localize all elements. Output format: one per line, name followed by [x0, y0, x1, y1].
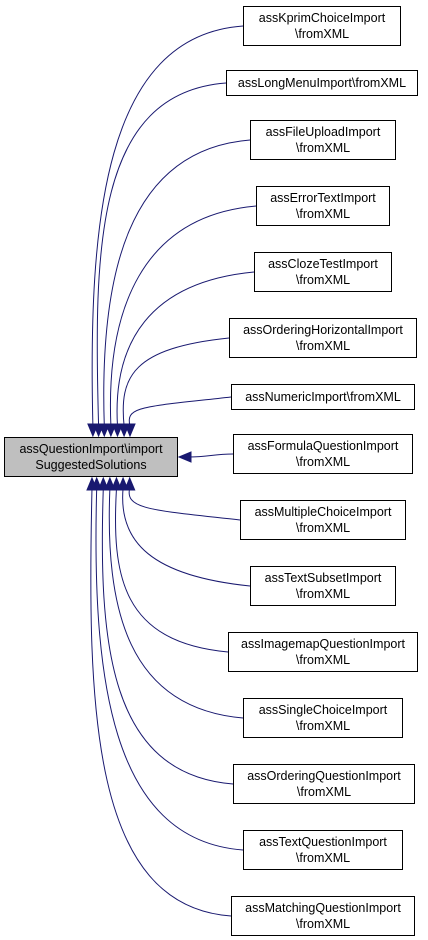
- call-edge: [114, 487, 229, 653]
- edges: [86, 25, 257, 917]
- caller-label-line-2: \fromXML: [295, 455, 351, 469]
- caller-node[interactable]: assFormulaQuestionImport \fromXML: [233, 434, 413, 474]
- call-edge: [96, 82, 227, 427]
- call-edge: [95, 487, 244, 851]
- caller-label-line-1: assTextQuestionImport: [259, 835, 387, 849]
- call-edge: [108, 487, 244, 719]
- caller-label-line-1: assFileUploadImport: [265, 125, 381, 139]
- caller-node[interactable]: assMatchingQuestionImport \fromXML: [231, 896, 415, 936]
- caller-node[interactable]: assErrorTextImport \fromXML: [256, 186, 390, 226]
- caller-label-line-1: assImagemapQuestionImport: [241, 637, 405, 651]
- caller-label-line-1: assOrderingHorizontalImport: [243, 323, 403, 337]
- caller-label-line-2: \fromXML: [295, 587, 351, 601]
- caller-node[interactable]: assKprimChoiceImport \fromXML: [243, 6, 401, 46]
- caller-label-line-2: \fromXML: [296, 785, 352, 799]
- caller-label-line-2: \fromXML: [295, 719, 351, 733]
- caller-label-line-1: assTextSubsetImport: [264, 571, 382, 585]
- call-edge: [91, 25, 244, 427]
- caller-label-line-1: assLongMenuImport\fromXML: [237, 76, 407, 90]
- call-edge: [188, 453, 234, 458]
- call-edge: [128, 396, 232, 427]
- caller-label-line-2: \fromXML: [295, 273, 351, 287]
- caller-label-line-1: assMultipleChoiceImport: [254, 505, 392, 519]
- root-node[interactable]: assQuestionImport\import SuggestedSoluti…: [4, 437, 178, 477]
- caller-label-line-2: \fromXML: [295, 141, 351, 155]
- caller-label-line-2: \fromXML: [295, 653, 351, 667]
- caller-node[interactable]: assTextSubsetImport \fromXML: [250, 566, 396, 606]
- root-line-1: assQuestionImport\import: [19, 442, 163, 456]
- caller-label-line-2: \fromXML: [295, 339, 351, 353]
- call-edge: [116, 271, 255, 427]
- caller-label-line-2: \fromXML: [295, 851, 351, 865]
- caller-label-line-2: \fromXML: [294, 27, 350, 41]
- caller-label-line-1: assErrorTextImport: [270, 191, 376, 205]
- call-edge: [90, 487, 232, 917]
- caller-label-line-1: assSingleChoiceImport: [258, 703, 388, 717]
- call-edge: [122, 487, 251, 587]
- arrowhead: [86, 476, 98, 491]
- caller-label-line-2: \fromXML: [295, 521, 351, 535]
- caller-label-line-1: assMatchingQuestionImport: [245, 901, 401, 915]
- caller-node[interactable]: assTextQuestionImport \fromXML: [243, 830, 403, 870]
- call-edge: [101, 487, 234, 785]
- caller-node[interactable]: assFileUploadImport \fromXML: [250, 120, 396, 160]
- caller-label-line-1: assNumericImport\fromXML: [245, 390, 401, 404]
- caller-node[interactable]: assNumericImport\fromXML: [231, 384, 415, 410]
- call-edge: [128, 487, 241, 521]
- caller-node[interactable]: assOrderingQuestionImport \fromXML: [233, 764, 415, 804]
- caller-label-line-1: assFormulaQuestionImport: [247, 439, 399, 453]
- caller-node[interactable]: assMultipleChoiceImport \fromXML: [240, 500, 406, 540]
- caller-label-line-1: assKprimChoiceImport: [258, 11, 386, 25]
- caller-node[interactable]: assLongMenuImport\fromXML: [226, 70, 418, 96]
- caller-node[interactable]: assClozeTestImport \fromXML: [254, 252, 392, 292]
- caller-label-line-2: \fromXML: [295, 917, 351, 931]
- caller-node[interactable]: assSingleChoiceImport \fromXML: [243, 698, 403, 738]
- caller-label-line-1: assClozeTestImport: [268, 257, 378, 271]
- caller-label-line-1: assOrderingQuestionImport: [247, 769, 401, 783]
- arrowhead: [124, 423, 136, 438]
- arrowhead: [177, 451, 192, 463]
- root-line-2: SuggestedSolutions: [35, 458, 147, 472]
- call-edge: [109, 205, 257, 427]
- call-edge: [122, 337, 230, 427]
- caller-node[interactable]: assOrderingHorizontalImport \fromXML: [229, 318, 417, 358]
- caller-label-line-2: \fromXML: [295, 207, 351, 221]
- call-edge: [103, 139, 251, 427]
- caller-node[interactable]: assImagemapQuestionImport \fromXML: [228, 632, 418, 672]
